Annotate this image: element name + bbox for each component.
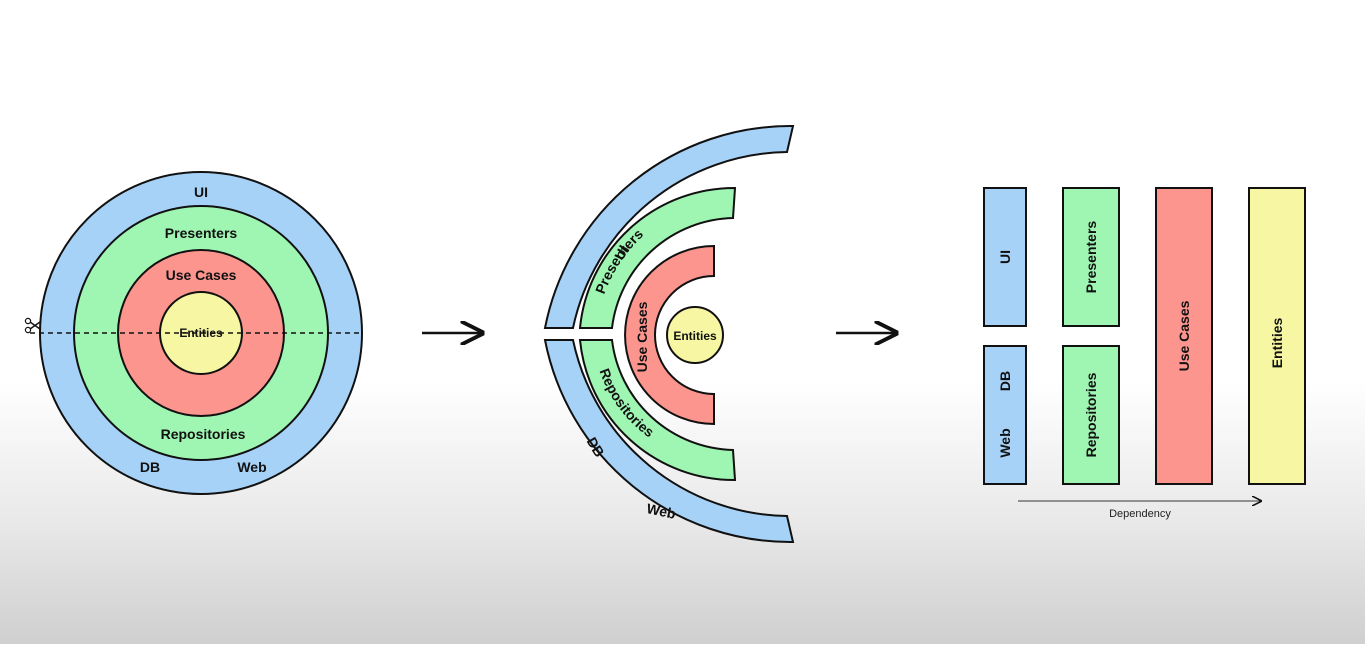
split-use-cases-arc bbox=[624, 244, 715, 426]
ring-label-db: DB bbox=[140, 459, 160, 475]
column-label-repositories: Repositories bbox=[1083, 372, 1099, 457]
split-interface-upper-arc bbox=[578, 186, 737, 329]
column-ui bbox=[983, 187, 1027, 327]
column-presenters bbox=[1062, 187, 1120, 327]
scissors-icon bbox=[24, 317, 41, 334]
split-outer-upper-arc bbox=[543, 124, 795, 329]
ring-label-ui: UI bbox=[194, 184, 208, 200]
ring-label-web: Web bbox=[237, 459, 266, 475]
column-label-entities: Entities bbox=[1269, 318, 1285, 369]
column-use-cases bbox=[1155, 187, 1213, 485]
core-label-entities: Entities bbox=[179, 326, 223, 340]
column-label-ui: UI bbox=[997, 250, 1013, 264]
column-label-db: DB bbox=[997, 371, 1013, 391]
split-interface-lower-arc bbox=[578, 339, 737, 482]
column-repositories bbox=[1062, 345, 1120, 485]
split-entities-core bbox=[666, 306, 724, 364]
column-label-use-cases: Use Cases bbox=[1176, 300, 1192, 371]
ring-label-presenters: Presenters bbox=[165, 225, 238, 241]
column-label-presenters: Presenters bbox=[1083, 221, 1099, 294]
split-label-entities: Entities bbox=[673, 329, 717, 343]
split-label-use-cases: Use Cases bbox=[634, 301, 650, 372]
split-label-web: Web bbox=[645, 500, 677, 522]
column-label-web: Web bbox=[997, 428, 1013, 457]
concentric-diagram: UI Presenters Use Cases Entities Reposit… bbox=[24, 171, 363, 495]
column-entities bbox=[1248, 187, 1306, 485]
dependency-axis-label: Dependency bbox=[1109, 508, 1171, 520]
ring-label-use-cases: Use Cases bbox=[166, 267, 237, 283]
ring-label-repositories: Repositories bbox=[161, 426, 246, 442]
split-outer-lower-arc bbox=[543, 339, 795, 544]
layer-columns: UI DB Web Presenters Repositories Use Ca… bbox=[983, 187, 1306, 520]
column-db-web bbox=[983, 345, 1027, 485]
split-diagram: UI Presenters Use Cases Entities Reposit… bbox=[543, 124, 795, 544]
split-label-ui: UI bbox=[611, 242, 632, 262]
